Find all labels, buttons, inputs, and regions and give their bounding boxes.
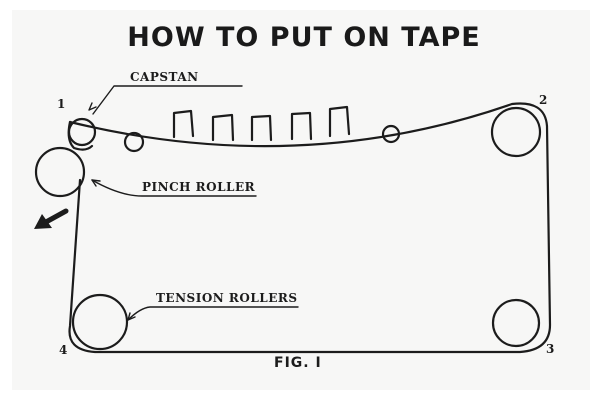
corner-number-1: 1 xyxy=(57,97,66,111)
guide-roller-right xyxy=(381,124,401,144)
pinch-leader-line xyxy=(91,179,257,197)
tape-head-4 xyxy=(290,111,313,141)
tape-head-3 xyxy=(250,114,273,142)
tension-leader-arrow xyxy=(127,312,136,321)
tension-rollers-label: TENSION ROLLERS xyxy=(156,291,298,305)
figure-caption: FIG. I xyxy=(274,355,322,371)
tape-loop xyxy=(68,102,552,354)
corner-number-4: 4 xyxy=(59,343,68,357)
guide-roller-left xyxy=(123,131,145,153)
diagram-title: HOW TO PUT ON TAPE xyxy=(127,22,481,53)
tape-head-1 xyxy=(172,109,195,139)
tape-direction-arrow-icon xyxy=(34,208,69,229)
pinch-roller-label: PINCH ROLLER xyxy=(142,180,256,194)
tape-head-5 xyxy=(328,105,351,138)
capstan-leader-arrow xyxy=(88,102,97,111)
corner-number-2: 2 xyxy=(539,93,548,107)
tension-roller-2 xyxy=(490,106,542,158)
tension-leader-line xyxy=(127,306,299,321)
corner-number-3: 3 xyxy=(546,342,555,356)
tension-roller-4 xyxy=(71,293,129,351)
tape-head-2 xyxy=(211,113,235,142)
pinch-leader-arrow xyxy=(91,179,101,187)
pinch-roller xyxy=(34,146,86,198)
capstan-leader-line xyxy=(92,85,243,115)
capstan-label: CAPSTAN xyxy=(130,70,199,84)
capstan xyxy=(67,117,97,147)
tension-roller-3 xyxy=(491,298,541,348)
